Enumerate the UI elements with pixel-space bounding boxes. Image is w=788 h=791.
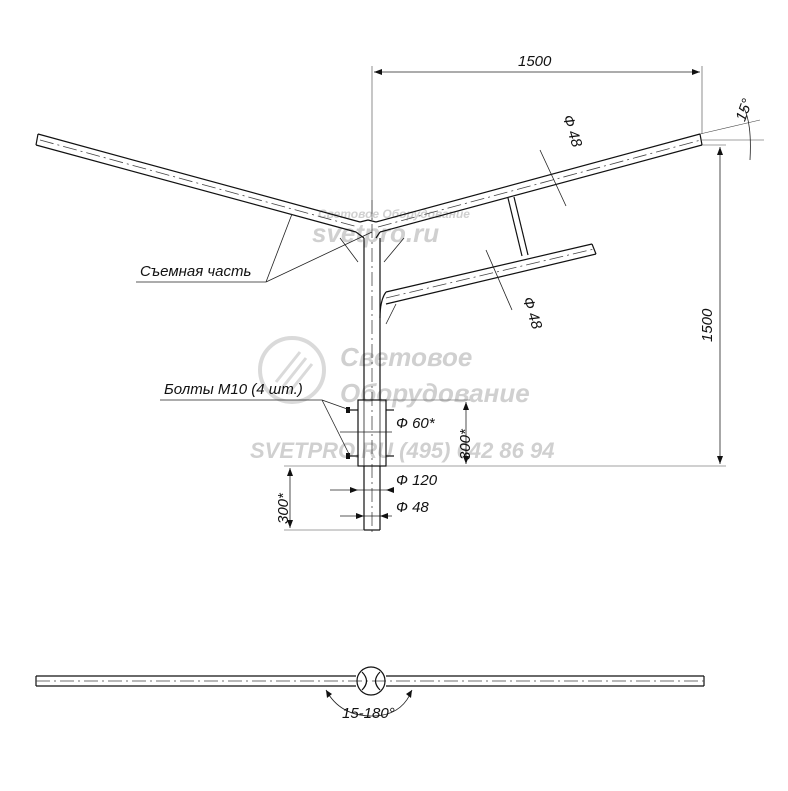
dimension-spigot-dia: Ф 48 [340,499,429,519]
right-lower-arm [379,243,597,325]
dim-spigot-dia-label: Ф 48 [396,499,429,516]
callout-removable-part: Съемная часть [136,213,373,283]
apex-gussets [339,237,405,263]
dim-spigot-height-label: 300* [275,492,292,524]
vertical-post [363,238,381,400]
dimension-upper-arm-dia: Ф 48 [539,113,585,207]
dimension-sleeve-height: 300* [386,399,474,464]
watermark-logo-stripes [274,351,314,395]
dimension-spigot-height: 300* [275,465,364,531]
bolts [346,407,394,459]
dimension-base-dia: Ф 120 [330,472,438,493]
dim-sleeve-height-label: 300* [457,428,474,460]
dimension-angle: 15° [699,96,764,161]
dimension-right-height: 1500 [386,144,726,467]
label-bolts: Болты М10 (4 шт.) [164,381,303,398]
watermark-logo-ring [258,336,326,404]
label-removable-part: Съемная часть [140,263,251,280]
watermark-mid-line2: Оборудование [340,378,530,408]
dim-right-height-label: 1500 [699,308,716,342]
watermark-mid-line1: Световое [340,342,472,372]
post-sleeve [357,399,387,467]
dimension-sleeve-dia: Ф 60* [340,415,436,433]
watermark-top-line2: svetpro.ru [312,218,439,248]
plan-post-circle [356,666,386,696]
dim-top-width-label: 1500 [518,53,552,70]
spigot [363,466,381,531]
right-upper-arm [375,133,703,233]
apex-joint [355,219,381,239]
dimension-top-width: 1500 [371,53,703,220]
dim-sleeve-dia-label: Ф 60* [396,415,436,432]
dim-angle-label: 15° [733,96,757,123]
dim-lower-arm-dia-label: Ф 48 [519,295,545,332]
arm-strut [507,196,529,257]
left-arm [35,133,361,233]
watermark-mid-line3: SVETPRO.RU (495) 642 86 94 [250,438,554,463]
plan-view: 15-180° [35,666,705,722]
dim-rotation-angle-label: 15-180° [342,705,395,722]
dim-upper-arm-dia-label: Ф 48 [559,113,585,150]
callout-bolts: Болты М10 (4 шт.) [160,381,351,457]
dim-base-dia-label: Ф 120 [396,472,438,489]
